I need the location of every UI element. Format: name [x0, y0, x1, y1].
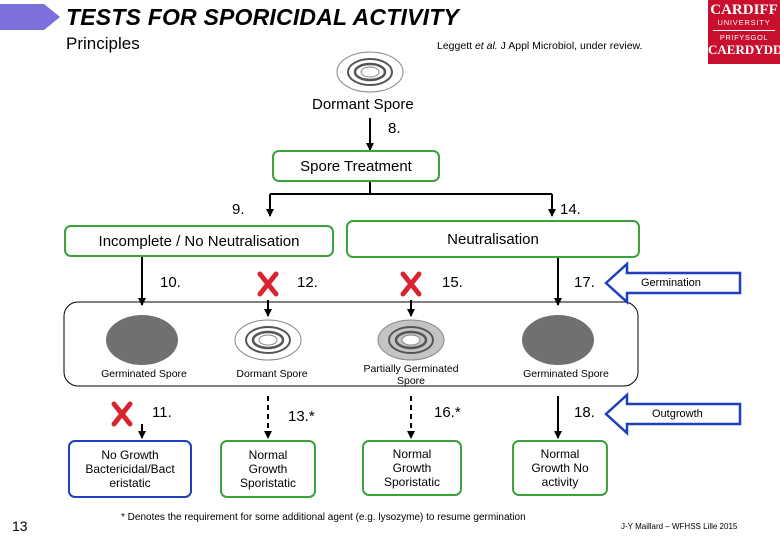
outgrowth-label: Outgrowth [652, 408, 703, 420]
branch-lines [266, 182, 556, 217]
page-title: TESTS FOR SPORICIDAL ACTIVITY [66, 4, 459, 30]
incomplete-neutralisation-box: Incomplete / No Neutralisation [64, 225, 334, 257]
logo-line2: UNIVERSITY [717, 18, 771, 27]
step-18-label: 18. [574, 404, 595, 421]
footnote: * Denotes the requirement for some addit… [121, 512, 526, 523]
outcome-1-box: No Growth Bactericidal/Bact eristatic [68, 440, 192, 498]
step-9-label: 9. [232, 201, 245, 218]
germination-arrow-icon [604, 261, 742, 305]
logo-line1: CARDIFF [710, 2, 778, 18]
dormant-spore-label: Dormant Spore [312, 96, 414, 113]
outcome-4-box: Normal Growth No activity [512, 440, 608, 496]
spore-states-frame [63, 301, 639, 387]
spore-treatment-box: Spore Treatment [272, 150, 440, 182]
step-10-label: 10. [160, 274, 181, 291]
university-logo: CARDIFF UNIVERSITY PRIFYSGOL CAERDYDD [708, 0, 780, 64]
cross-11-icon [111, 401, 133, 427]
step-11-label: 11. [152, 404, 172, 421]
step-12-label: 12. [297, 274, 318, 291]
logo-line4: CAERDYDD [708, 42, 780, 57]
page-number: 13 [12, 518, 28, 534]
step-15-label: 15. [442, 274, 463, 291]
cross-12-icon [257, 271, 279, 297]
page-subtitle: Principles [66, 34, 140, 53]
partially-germinated-spore-icon [377, 319, 445, 361]
neutralisation-box: Neutralisation [346, 220, 640, 258]
credit: J-Y Maillard – WFHSS Lille 2015 [621, 522, 738, 531]
outgrowth-arrow-icon [604, 392, 742, 436]
partially-germinated-label: Partially Germinated Spore [363, 363, 459, 387]
outcome-3-box: Normal Growth Sporistatic [362, 440, 462, 496]
dormant-spore-icon [234, 319, 302, 361]
citation: Leggett et al. J Appl Microbiol, under r… [437, 40, 643, 52]
step-14-label: 14. [560, 201, 581, 218]
germinated-spore-1-label: Germinated Spore [101, 368, 187, 380]
cross-15-icon [400, 271, 422, 297]
germinated-spore-2-label: Germinated Spore [523, 368, 609, 380]
germination-label: Germination [641, 277, 701, 289]
step-13-label: 13.* [288, 408, 315, 425]
dormant-spore-2-label: Dormant Spore [236, 368, 308, 380]
germinated-spore-2-icon [522, 315, 594, 365]
germinated-spore-1-icon [106, 315, 178, 365]
step-17-label: 17. [574, 274, 595, 291]
step-8-label: 8. [388, 120, 401, 137]
step-16-label: 16.* [434, 404, 461, 421]
outcome-2-box: Normal Growth Sporistatic [220, 440, 316, 498]
top-dormant-spore-icon [336, 51, 404, 93]
header-arrow [0, 4, 60, 30]
logo-line3: PRIFYSGOL [719, 33, 769, 42]
